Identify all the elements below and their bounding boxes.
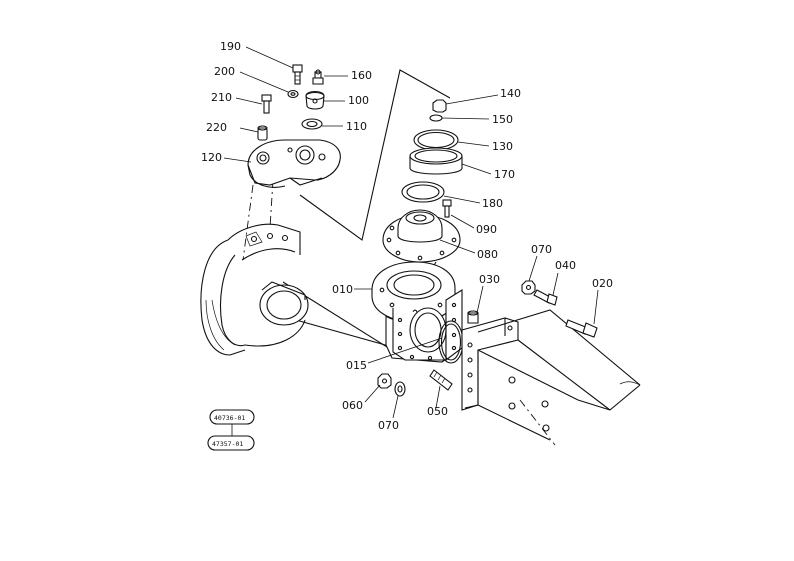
callout-190: 190: [220, 40, 241, 53]
serial-stamp-group: 40736-01 47357-01: [207, 409, 255, 451]
callout-100: 100: [348, 94, 369, 107]
part-020-bolt: [565, 319, 598, 338]
part-100-cap: [305, 90, 325, 110]
callout-numbers: 190 200 210 220 120 160 100 110 140 150 …: [201, 40, 613, 432]
callout-150: 150: [492, 113, 513, 126]
part-010-main-housing: [371, 261, 463, 363]
part-060-nut: [377, 373, 392, 389]
callout-160: 160: [351, 69, 372, 82]
callout-030: 030: [479, 273, 500, 286]
part-120-arm: [247, 139, 341, 188]
part-110-ring: [301, 118, 323, 130]
leader-lines: [223, 46, 599, 436]
callout-060: 060: [342, 399, 363, 412]
part-190-bolt: [292, 64, 303, 85]
part-070b-washer: [394, 381, 406, 397]
part-180-seal: [401, 181, 445, 203]
callout-015: 015: [346, 359, 367, 372]
part-080-flange-cover: [382, 209, 461, 273]
callout-090: 090: [476, 223, 497, 236]
callout-220: 220: [206, 121, 227, 134]
callout-070-upper: 070: [531, 243, 552, 256]
part-140-nut: [432, 99, 447, 113]
callout-120: 120: [201, 151, 222, 164]
serial-stamp-bottom-frame: [207, 435, 255, 451]
callout-050: 050: [427, 405, 448, 418]
part-220-bushing: [257, 125, 268, 141]
part-200-washer: [287, 89, 299, 99]
part-090-bolt: [442, 199, 452, 218]
callout-200: 200: [214, 65, 235, 78]
part-130-seal-ring: [413, 129, 459, 151]
callout-170: 170: [494, 168, 515, 181]
left-housing: [200, 223, 309, 356]
serial-stamp-top-frame: [209, 409, 255, 425]
part-040-bolt: [533, 289, 558, 306]
callout-110: 110: [346, 120, 367, 133]
mounting-bracket: [461, 317, 519, 411]
callout-070-lower: 070: [378, 419, 399, 432]
part-030-pin: [467, 310, 479, 324]
serial-stamp-bottom: 47357-01: [212, 440, 243, 448]
serial-stamp-top: 40736-01: [214, 414, 245, 422]
part-070a-nut: [521, 280, 536, 295]
part-050-stud: [429, 369, 453, 391]
part-170-bushing: [409, 147, 463, 175]
part-150-oring: [429, 114, 443, 122]
callout-130: 130: [492, 140, 513, 153]
callout-210: 210: [211, 91, 232, 104]
callout-080: 080: [477, 248, 498, 261]
callout-040: 040: [555, 259, 576, 272]
callout-020: 020: [592, 277, 613, 290]
frame-beam: [477, 309, 641, 441]
part-160-grease-nipple: [312, 69, 324, 85]
callout-140: 140: [500, 87, 521, 100]
callout-010: 010: [332, 283, 353, 296]
part-210-bolt: [261, 94, 272, 114]
callout-180: 180: [482, 197, 503, 210]
